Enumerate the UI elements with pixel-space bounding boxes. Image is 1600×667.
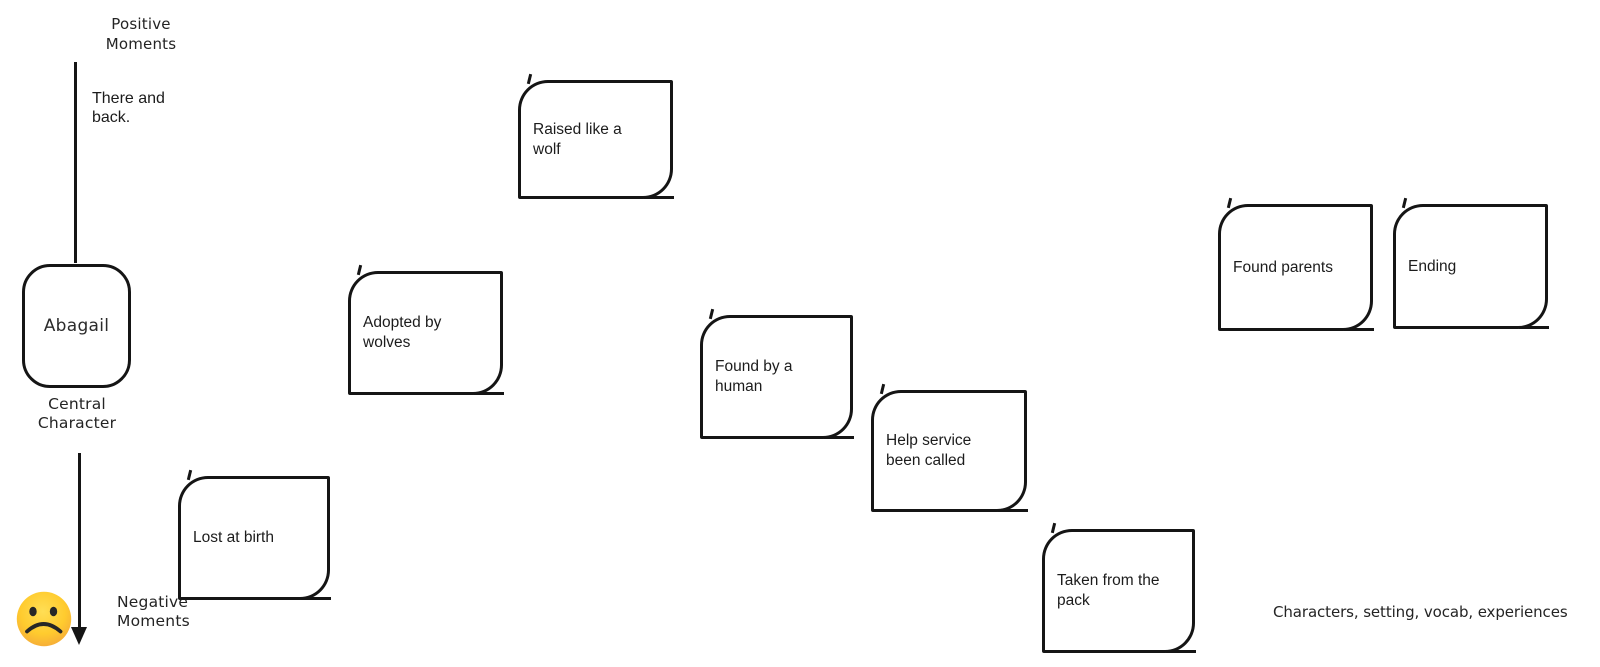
note-label: Ending — [1408, 257, 1457, 275]
positive-moments-label: Positive Moments — [105, 15, 177, 53]
footer-note: Characters, setting, vocab, experiences — [1273, 603, 1568, 621]
note-help-service-been-called[interactable]: Help service been called — [871, 390, 1028, 512]
sad-face-emoji[interactable] — [16, 591, 72, 647]
note-label: Taken from the pack — [1057, 572, 1160, 609]
negative-axis-arrow-line[interactable] — [78, 453, 81, 630]
emoji-right-eye — [49, 606, 58, 617]
note-adopted-by-wolves[interactable]: Adopted by wolves — [348, 271, 504, 395]
note-found-by-a-human[interactable]: Found by a human — [700, 315, 854, 439]
note-found-parents[interactable]: Found parents — [1218, 204, 1374, 331]
note-label: Found by a human — [715, 358, 793, 395]
note-ending[interactable]: Ending — [1393, 204, 1549, 329]
central-character-node[interactable]: Abagail — [22, 264, 131, 388]
note-label: Lost at birth — [193, 529, 274, 546]
note-taken-from-the-pack[interactable]: Taken from the pack — [1042, 529, 1196, 653]
note-label: Found parents — [1233, 258, 1333, 276]
central-character-name: Abagail — [43, 316, 110, 336]
positive-axis-line[interactable] — [74, 62, 77, 263]
arrow-down-icon — [71, 627, 87, 645]
emoji-frown-mouth — [25, 622, 63, 634]
note-lost-at-birth[interactable]: Lost at birth — [178, 476, 331, 600]
note-label: Raised like a wolf — [533, 120, 622, 158]
note-raised-like-a-wolf[interactable]: Raised like a wolf — [518, 80, 674, 199]
negative-moments-label: Negative Moments — [117, 593, 190, 630]
note-label: Help service been called — [886, 432, 972, 469]
annotation-there-and-back: There and back. — [92, 90, 165, 126]
note-label: Adopted by wolves — [363, 314, 442, 351]
emoji-left-eye — [29, 606, 37, 617]
central-character-caption: Central Character — [37, 395, 117, 432]
